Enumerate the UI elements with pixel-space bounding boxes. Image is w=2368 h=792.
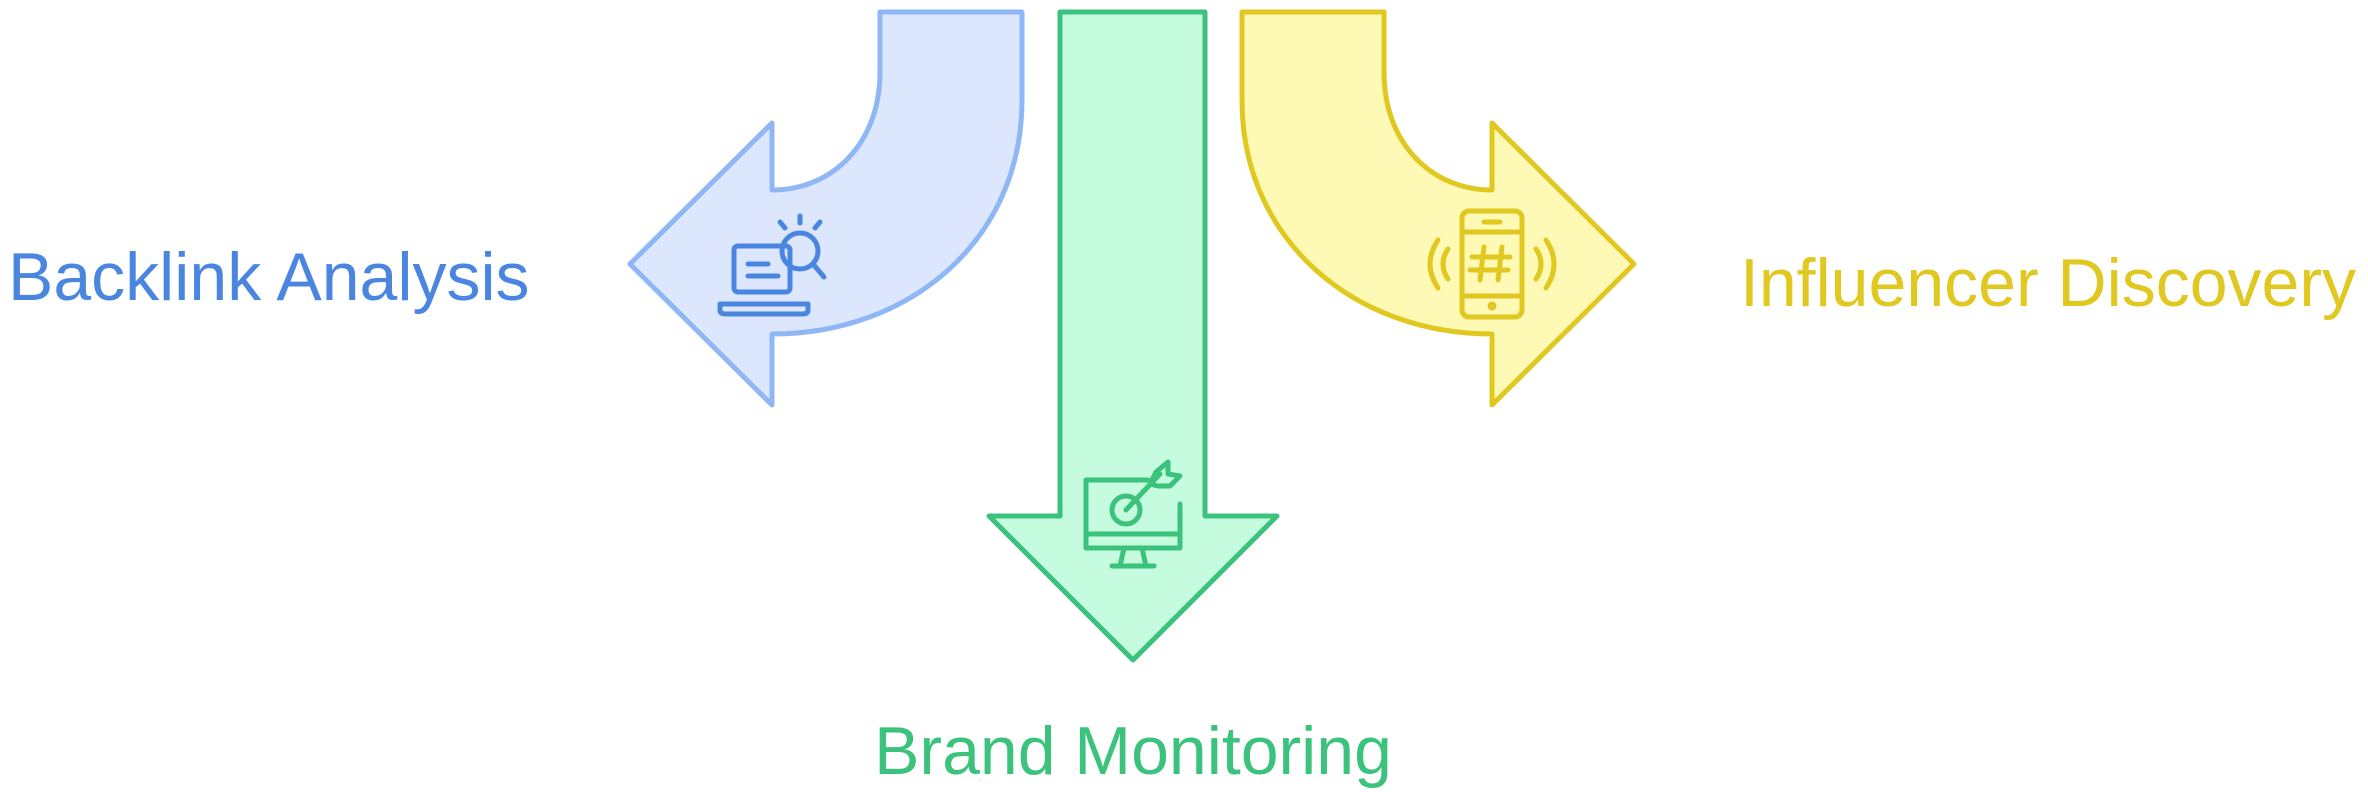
influencer-discovery-arrow	[1239, 9, 1637, 408]
influencer-discovery-label: Influencer Discovery	[1740, 245, 2356, 321]
brand-monitoring-label: Brand Monitoring	[874, 713, 1392, 789]
phone-hashtag-icon	[1427, 208, 1557, 320]
backlink-analysis-arrow	[627, 9, 1025, 408]
laptop-search-icon	[717, 213, 827, 317]
monitor-target-icon	[1083, 459, 1183, 569]
brand-monitoring-arrow	[986, 9, 1280, 663]
backlink-analysis-label: Backlink Analysis	[8, 239, 530, 315]
